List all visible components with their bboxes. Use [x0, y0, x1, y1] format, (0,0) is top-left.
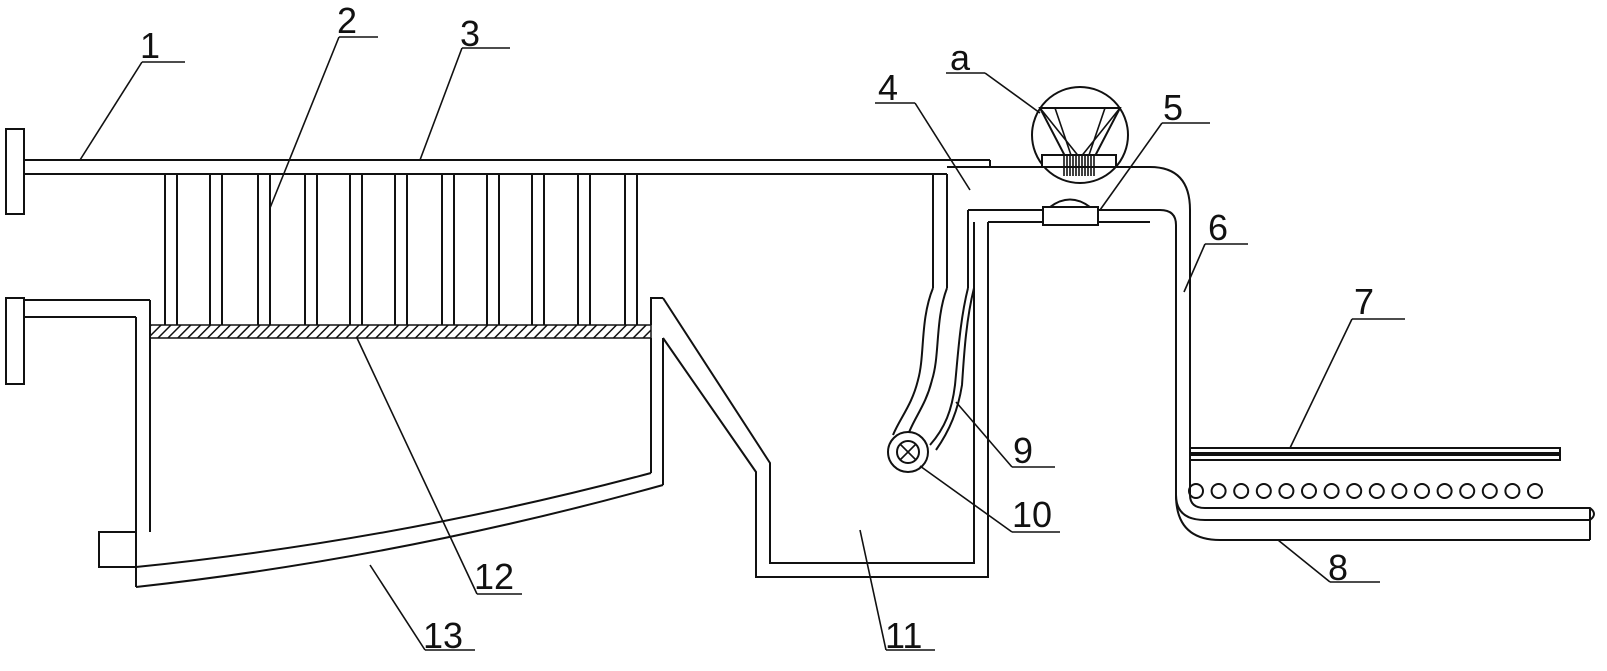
spray-hole	[1346, 483, 1363, 499]
label-11: 11	[885, 615, 922, 656]
spray-hole	[1188, 483, 1204, 499]
label-3: 3	[460, 13, 480, 54]
spray-hole	[1459, 483, 1476, 499]
main-duct	[24, 159, 990, 318]
label-5: 5	[1163, 87, 1183, 128]
nozzle-housing	[1042, 198, 1150, 226]
plate-grid	[164, 174, 638, 325]
label-1: 1	[140, 25, 160, 66]
spray-hole	[1414, 483, 1430, 499]
spray-hole	[1436, 483, 1453, 499]
label-a: a	[950, 37, 971, 78]
spray-hole	[1210, 483, 1227, 499]
label-2: 2	[337, 0, 357, 41]
inlet-box	[932, 160, 1045, 288]
spray-hole	[1301, 483, 1317, 499]
spray-hole	[1504, 483, 1521, 499]
spray-hole	[1233, 483, 1250, 499]
label-9: 9	[1013, 430, 1033, 471]
spray-hole	[1481, 483, 1498, 499]
label-10: 10	[1012, 494, 1052, 535]
detail-a	[1031, 86, 1150, 184]
label-8: 8	[1328, 547, 1348, 588]
spray-hole	[1391, 483, 1408, 499]
riser-pipe	[1149, 166, 1560, 521]
spray-hole	[1527, 483, 1543, 499]
left-flange	[5, 128, 25, 385]
spray-hole	[1278, 483, 1295, 499]
water-tank	[662, 222, 989, 578]
spray-hole	[1255, 483, 1272, 499]
spray-hole	[1368, 483, 1385, 499]
label-7: 7	[1354, 281, 1374, 322]
spray-bar	[1175, 447, 1595, 541]
spray-hole	[1323, 483, 1340, 499]
valve	[887, 431, 929, 473]
label-13: 13	[423, 615, 463, 656]
collection-hopper	[98, 297, 664, 588]
label-4: 4	[878, 67, 898, 108]
filter-layer	[149, 324, 652, 339]
label-12: 12	[474, 556, 514, 597]
return-pipe	[892, 287, 975, 451]
label-6: 6	[1208, 207, 1228, 248]
part-labels: 1 2 3 4 a 5 6 7 8 9 10 11 12 13	[140, 0, 1374, 656]
leader-lines	[79, 36, 1405, 651]
